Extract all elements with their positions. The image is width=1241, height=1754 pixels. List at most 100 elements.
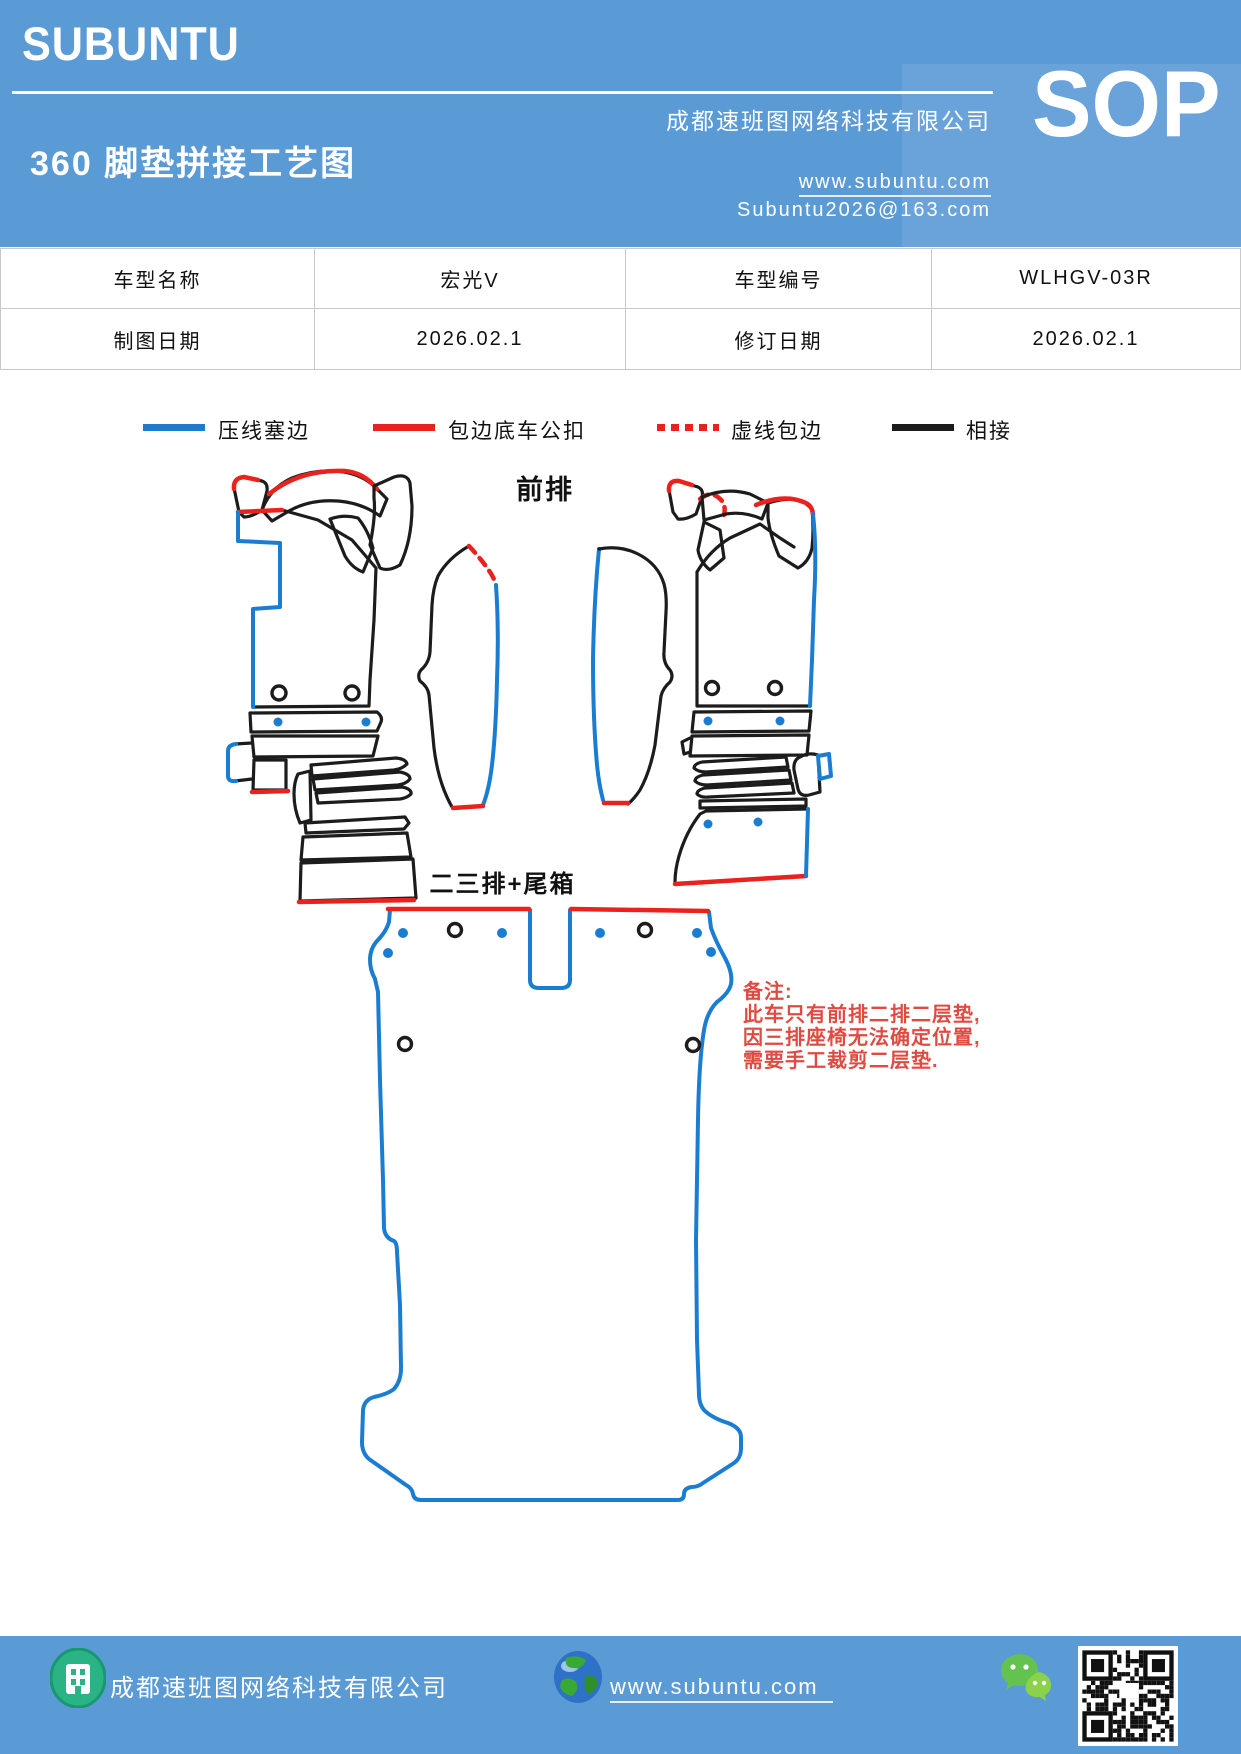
legend-dotted-line xyxy=(657,424,719,431)
body-right-blue xyxy=(808,512,818,708)
cell-model-code-value: WLHGV-03R xyxy=(932,249,1240,309)
heel-strip xyxy=(311,770,412,792)
front-center-right-sill xyxy=(591,546,674,806)
blue-dot xyxy=(383,948,393,958)
blue-dot xyxy=(753,817,763,827)
hook-piece xyxy=(792,752,822,797)
bracket-strip2 xyxy=(250,734,380,759)
side-tab-blue xyxy=(226,742,238,784)
note-line: 需要手工裁剪二层垫. xyxy=(743,1050,939,1072)
heel-strip xyxy=(692,755,790,774)
note-line: 因三排座椅无法确定位置, xyxy=(743,1027,981,1049)
collar-right-red-edge xyxy=(753,496,816,517)
cell-revise-date-value: 2026.02.1 xyxy=(1032,327,1140,350)
collar-band xyxy=(700,489,770,522)
blue-dot xyxy=(703,716,713,726)
legend-red-label: 包边底车公扣 xyxy=(448,420,586,443)
fixing-hole xyxy=(684,1036,702,1054)
page-title: 360 脚垫拼接工艺图 xyxy=(30,145,357,183)
blue-dot xyxy=(706,947,716,957)
heel-strip xyxy=(693,768,793,787)
heel-strip xyxy=(309,756,409,778)
sill-blue-edge xyxy=(481,583,500,807)
vehicle-info-table: 车型名称 宏光V 车型编号 WLHGV-03R 制图日期 2026.02.1 修… xyxy=(0,248,1241,370)
sill-red-dashed xyxy=(466,543,499,588)
fixing-hole xyxy=(703,679,721,697)
legend-dotted-label: 虚线包边 xyxy=(731,420,823,443)
heel-strip xyxy=(314,785,413,805)
legend-black-label: 相接 xyxy=(966,420,1012,443)
blue-dot xyxy=(595,928,605,938)
cell-draw-date-value: 2026.02.1 xyxy=(315,309,626,369)
cell-revise-date-label: 修订日期 xyxy=(626,309,932,369)
side-wedge xyxy=(292,769,313,825)
collar-right-wing xyxy=(368,474,414,572)
rear-rows-label: 二三排+尾箱 xyxy=(429,871,576,898)
body-top-red xyxy=(235,507,285,515)
big-mat-top-red xyxy=(385,906,711,914)
connector-block xyxy=(251,758,288,792)
body-outline-black xyxy=(251,508,378,709)
trunk-blue-edge xyxy=(804,807,810,878)
globe-icon xyxy=(554,1651,602,1703)
fixing-hole xyxy=(396,1035,414,1053)
front-left-mat xyxy=(226,468,418,905)
collar-bow-red-edge xyxy=(266,468,380,497)
cell-model-name-label: 车型名称 xyxy=(1,249,315,309)
big-mat-blue-outline xyxy=(360,908,743,1502)
bottom-trapezoid xyxy=(298,857,418,903)
note-line: 此车只有前排二排二层垫, xyxy=(743,1004,981,1026)
lower-strip2 xyxy=(299,831,413,862)
blue-dot xyxy=(703,819,713,829)
lower-strip xyxy=(303,815,411,835)
lower-rect-strip xyxy=(698,797,808,810)
note-line: 备注: xyxy=(743,981,793,1003)
trunk-trapezoid-black xyxy=(673,807,808,884)
header-divider xyxy=(12,91,993,94)
fixing-hole xyxy=(446,921,464,939)
cell-draw-date-label: 制图日期 xyxy=(1,309,315,369)
legend-blue-line xyxy=(143,424,205,431)
legend-red-line xyxy=(373,424,435,431)
sill-black-edge xyxy=(597,546,674,806)
brand-logo: SUBUNTU xyxy=(22,17,240,70)
hook-blue-piece xyxy=(816,752,833,781)
bracket-strip2 xyxy=(688,733,811,758)
blue-dot xyxy=(398,928,408,938)
fixing-hole xyxy=(766,679,784,697)
connector-red-edge xyxy=(249,788,291,795)
fixing-hole xyxy=(270,684,288,702)
legend-black-line xyxy=(892,424,954,431)
blue-dot xyxy=(273,717,283,727)
front-row-label: 前排 xyxy=(516,475,574,505)
blue-dot xyxy=(497,928,507,938)
collar-red-edge xyxy=(666,478,695,494)
bracket-strip xyxy=(690,709,813,734)
collar-notch xyxy=(328,514,375,574)
bracket-hook xyxy=(680,736,692,756)
header-email: Subuntu2026@163.com xyxy=(736,199,991,221)
body-outline-black xyxy=(695,522,812,708)
header-company-name: 成都速班图网络科技有限公司 xyxy=(666,108,991,134)
footer-website-link[interactable]: www.subuntu.com xyxy=(610,1674,833,1703)
building-icon xyxy=(50,1648,106,1708)
header-website-link[interactable]: www.subuntu.com xyxy=(798,171,991,197)
front-center-left-sill xyxy=(417,543,500,811)
qr-code xyxy=(1078,1646,1178,1746)
sop-mark: SOP xyxy=(1032,51,1221,156)
bracket-strip xyxy=(248,710,384,734)
note-text: 备注: 此车只有前排二排二层垫, 因三排座椅无法确定位置, 需要手工裁剪二层垫. xyxy=(743,981,981,1073)
body-left-blue xyxy=(236,510,282,709)
sill-black-edge xyxy=(417,544,471,809)
bottom-red-edge xyxy=(296,897,417,905)
front-right-mat xyxy=(666,478,833,887)
rear-trunk-mat xyxy=(360,906,743,1502)
cell-model-code-label: 车型编号 xyxy=(626,249,932,309)
collar-left-wing xyxy=(667,479,705,521)
blue-dot xyxy=(692,928,702,938)
cell-model-name-value: 宏光V xyxy=(315,249,626,309)
sop-panel xyxy=(902,64,1241,247)
sill-red-tip xyxy=(450,803,486,811)
sill-blue-edge xyxy=(591,547,605,802)
